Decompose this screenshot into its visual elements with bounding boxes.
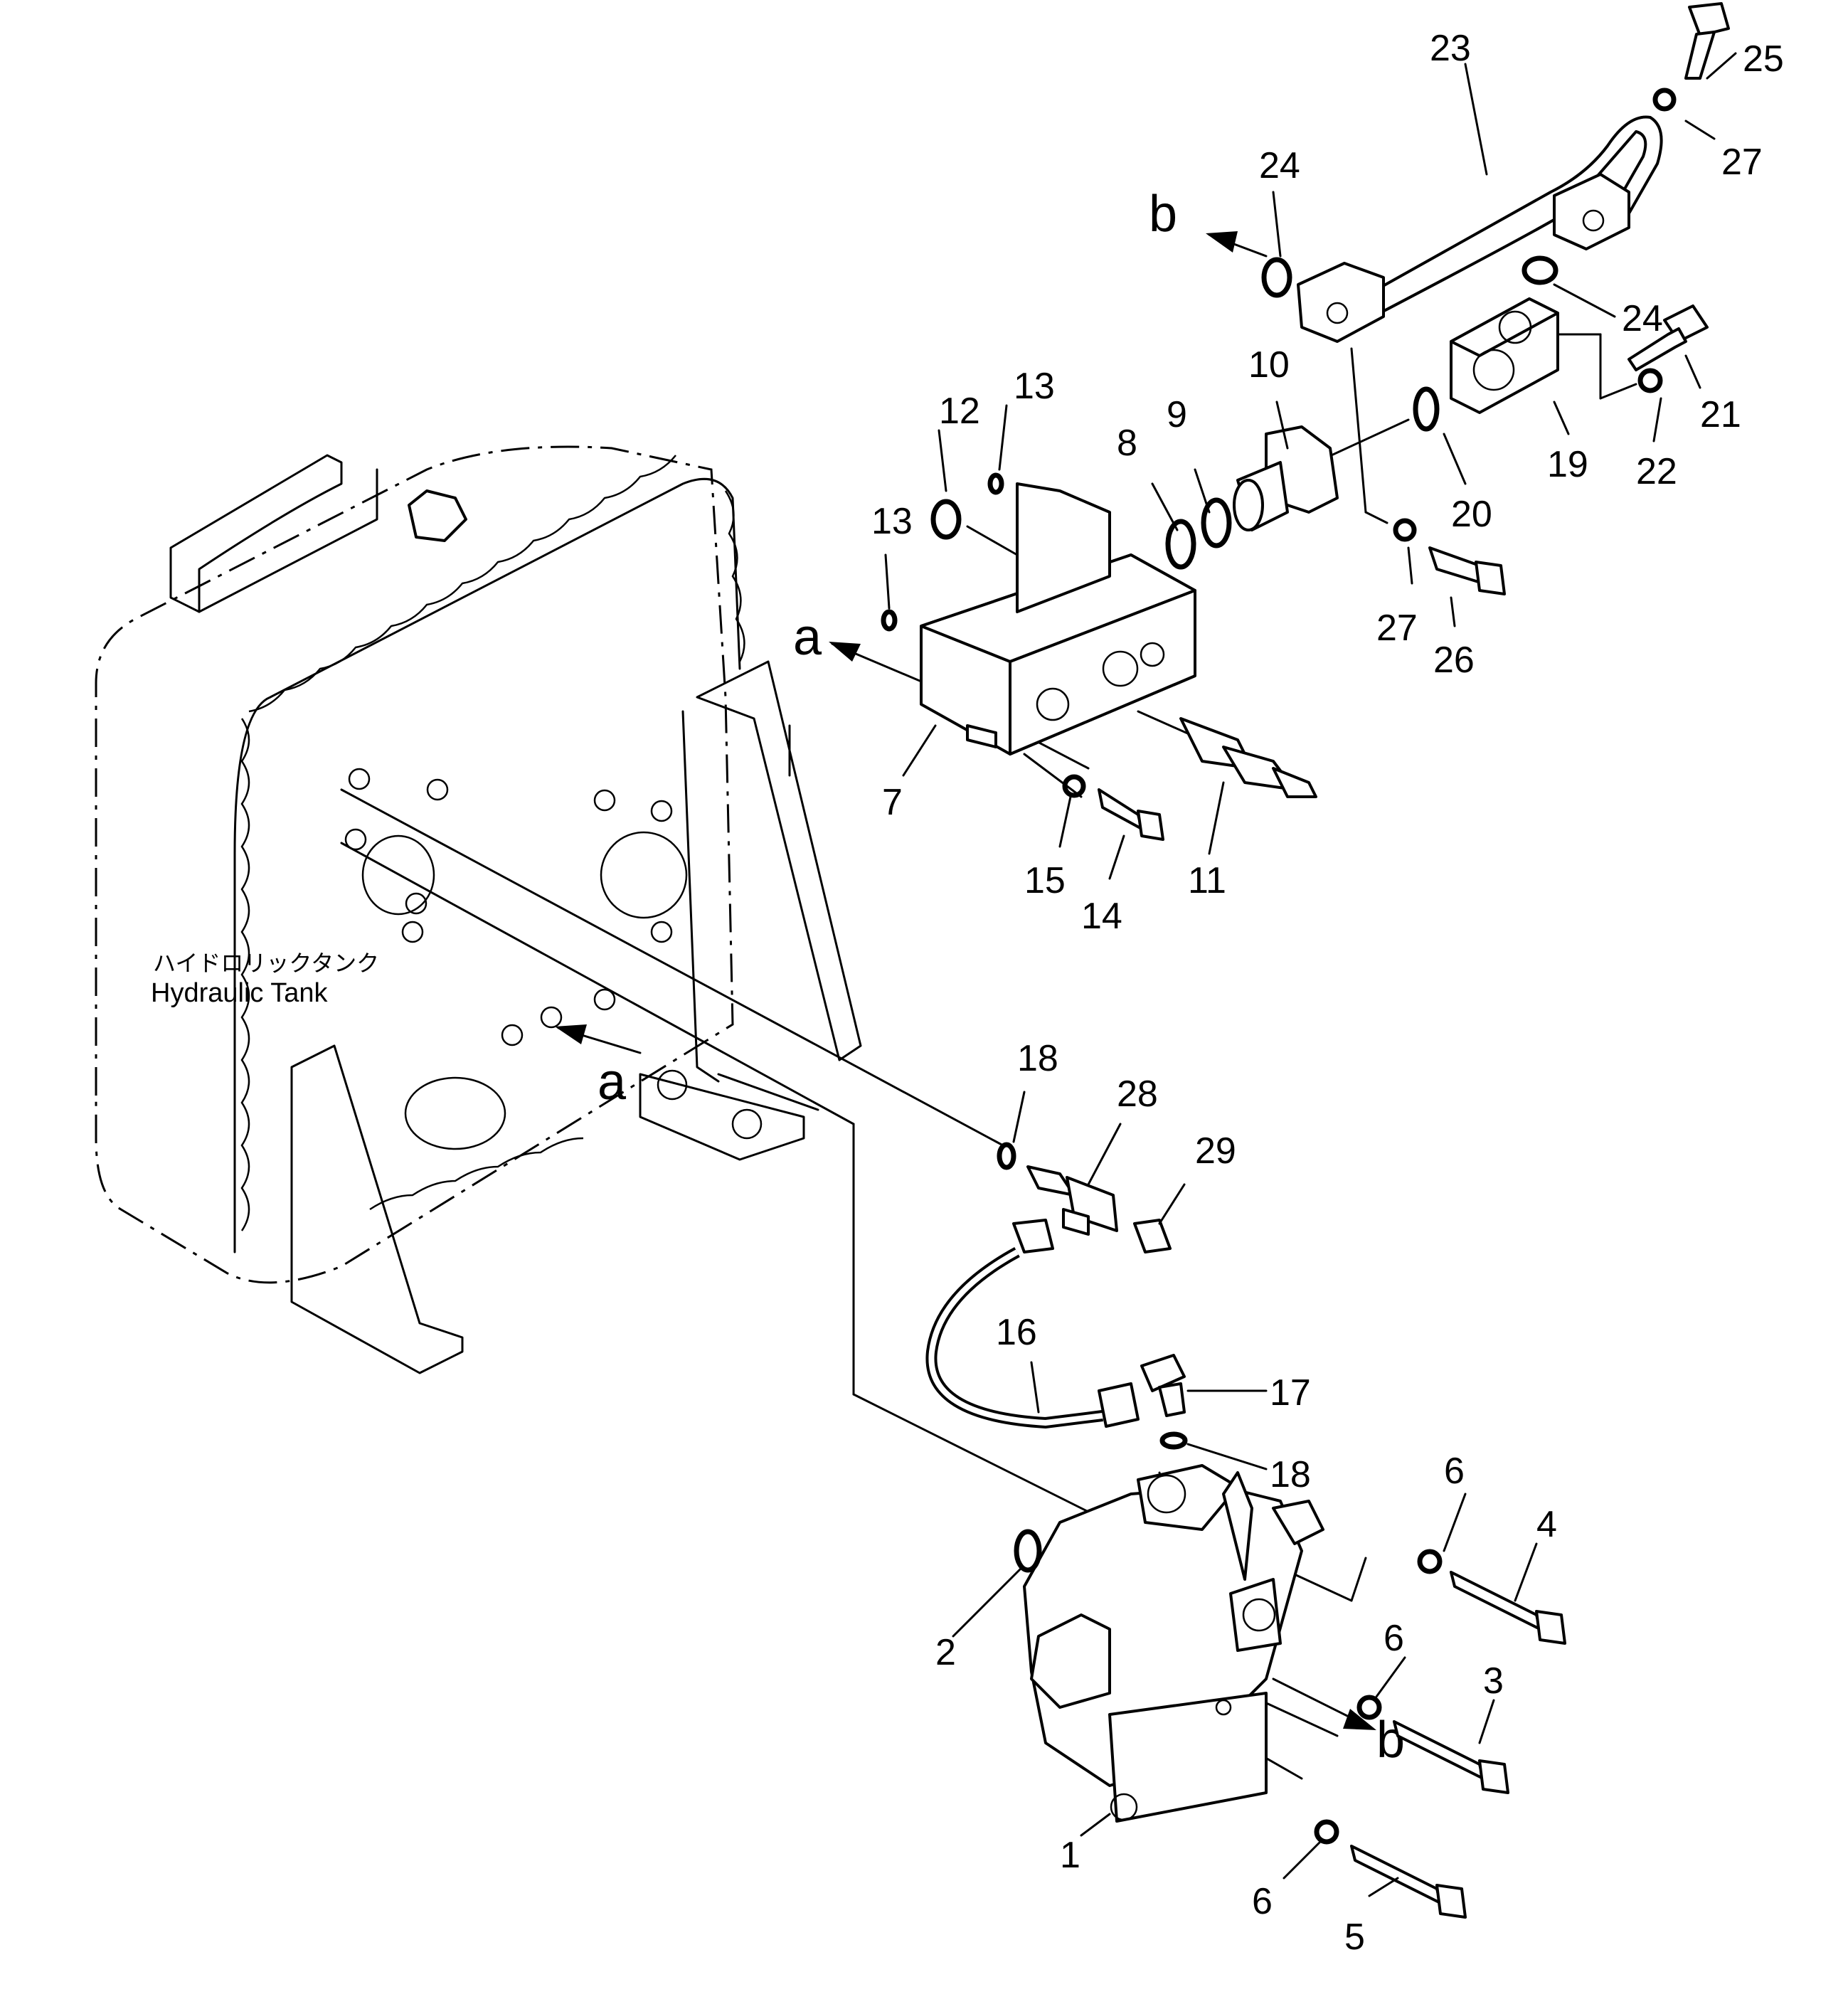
part-9-oring[interactable] — [1201, 497, 1232, 548]
view-marker-a-tank: a — [598, 1054, 627, 1110]
callout-13-top: 13 — [1014, 366, 1055, 407]
part-24-oring-right[interactable] — [1522, 255, 1558, 285]
callout-7: 7 — [882, 782, 903, 823]
part-19-flange[interactable] — [1450, 297, 1559, 414]
callout-2: 2 — [935, 1632, 956, 1673]
part-10-fitting[interactable] — [1233, 425, 1339, 531]
part-18-oring-upper[interactable] — [997, 1142, 1016, 1170]
part-7-valve-block[interactable] — [920, 482, 1196, 756]
callout-29: 29 — [1195, 1130, 1236, 1172]
callout-8: 8 — [1117, 423, 1137, 464]
part-28-tee[interactable] — [1026, 1165, 1118, 1236]
part-13-plug-left[interactable] — [881, 609, 898, 632]
part-24-oring-left[interactable] — [1261, 257, 1292, 298]
callout-19: 19 — [1547, 444, 1588, 485]
callout-9: 9 — [1167, 394, 1187, 435]
view-marker-b-pump: b — [1376, 1712, 1405, 1769]
part-5-bolt[interactable] — [1350, 1845, 1467, 1919]
callout-10: 10 — [1248, 344, 1290, 386]
callout-25: 25 — [1743, 38, 1784, 80]
part-13-plug-top[interactable] — [987, 472, 1004, 495]
callout-numbers: 23 25 27 24 24 21 19 22 20 27 26 10 9 8 … — [871, 28, 1784, 1958]
part-18-oring-lower[interactable] — [1159, 1431, 1188, 1450]
callout-15: 15 — [1024, 860, 1066, 901]
callout-14: 14 — [1081, 896, 1122, 937]
callout-3: 3 — [1483, 1660, 1504, 1702]
hydraulic-tank: ハイドロリックタンク Hydraulic Tank — [95, 445, 862, 1374]
callout-23: 23 — [1430, 28, 1471, 69]
callout-leaders — [884, 52, 1737, 1897]
callout-13-left: 13 — [871, 501, 913, 542]
part-20-oring[interactable] — [1413, 386, 1440, 432]
callout-21: 21 — [1700, 394, 1741, 435]
callout-24-right: 24 — [1622, 298, 1663, 339]
callout-26: 26 — [1433, 640, 1475, 681]
part-2-oring[interactable] — [1014, 1529, 1042, 1573]
callout-17: 17 — [1270, 1372, 1311, 1414]
callout-4: 4 — [1536, 1504, 1557, 1545]
callout-22: 22 — [1636, 451, 1677, 492]
part-8-oring[interactable] — [1165, 519, 1196, 570]
part-27-washer-mid[interactable] — [1393, 518, 1417, 542]
tank-label-ja: ハイドロリックタンク — [153, 950, 379, 977]
callout-20: 20 — [1451, 494, 1492, 535]
part-26-bolt[interactable] — [1428, 546, 1506, 595]
part-3-bolt[interactable] — [1393, 1720, 1509, 1794]
part-21-bolt[interactable] — [1627, 304, 1709, 371]
part-17-elbow[interactable] — [1140, 1354, 1186, 1417]
callout-28: 28 — [1117, 1074, 1158, 1115]
part-14-bolt[interactable] — [1098, 788, 1164, 841]
part-6-washer-middle[interactable] — [1356, 1695, 1382, 1720]
callout-18-lower: 18 — [1270, 1454, 1311, 1495]
part-22-washer[interactable] — [1637, 368, 1663, 393]
callout-6-middle: 6 — [1384, 1618, 1404, 1659]
part-15-washer[interactable] — [1062, 774, 1086, 798]
view-arrows: a a b b — [555, 186, 1405, 1769]
callout-5: 5 — [1344, 1917, 1365, 1958]
part-29-plug[interactable] — [1133, 1219, 1172, 1253]
part-6-washer-lower[interactable] — [1314, 1819, 1339, 1845]
callout-27-top: 27 — [1721, 142, 1763, 183]
tank-label-en: Hydraulic Tank — [151, 978, 329, 1008]
callout-16: 16 — [996, 1312, 1037, 1353]
view-marker-b-top: b — [1149, 186, 1177, 243]
part-6-washer-upper[interactable] — [1417, 1549, 1443, 1574]
part-16-hose[interactable] — [925, 1219, 1140, 1429]
part-11-switch[interactable] — [1179, 717, 1317, 798]
part-4-bolt[interactable] — [1450, 1571, 1566, 1645]
callout-27-mid: 27 — [1376, 608, 1418, 649]
view-marker-a-top: a — [793, 609, 822, 666]
callout-12: 12 — [939, 391, 980, 432]
part-23-pipe[interactable] — [1297, 115, 1663, 343]
part-25-bolt[interactable] — [1684, 2, 1730, 80]
part-1-pump[interactable] — [1023, 1464, 1324, 1823]
callout-6-lower: 6 — [1252, 1881, 1273, 1922]
callout-6-upper: 6 — [1444, 1451, 1465, 1492]
callout-18-upper: 18 — [1017, 1038, 1058, 1079]
callout-24-top: 24 — [1259, 145, 1300, 186]
callout-11: 11 — [1188, 860, 1226, 901]
part-12-oring[interactable] — [930, 499, 962, 540]
part-27-washer-top[interactable] — [1652, 88, 1677, 112]
callout-1: 1 — [1060, 1835, 1080, 1876]
